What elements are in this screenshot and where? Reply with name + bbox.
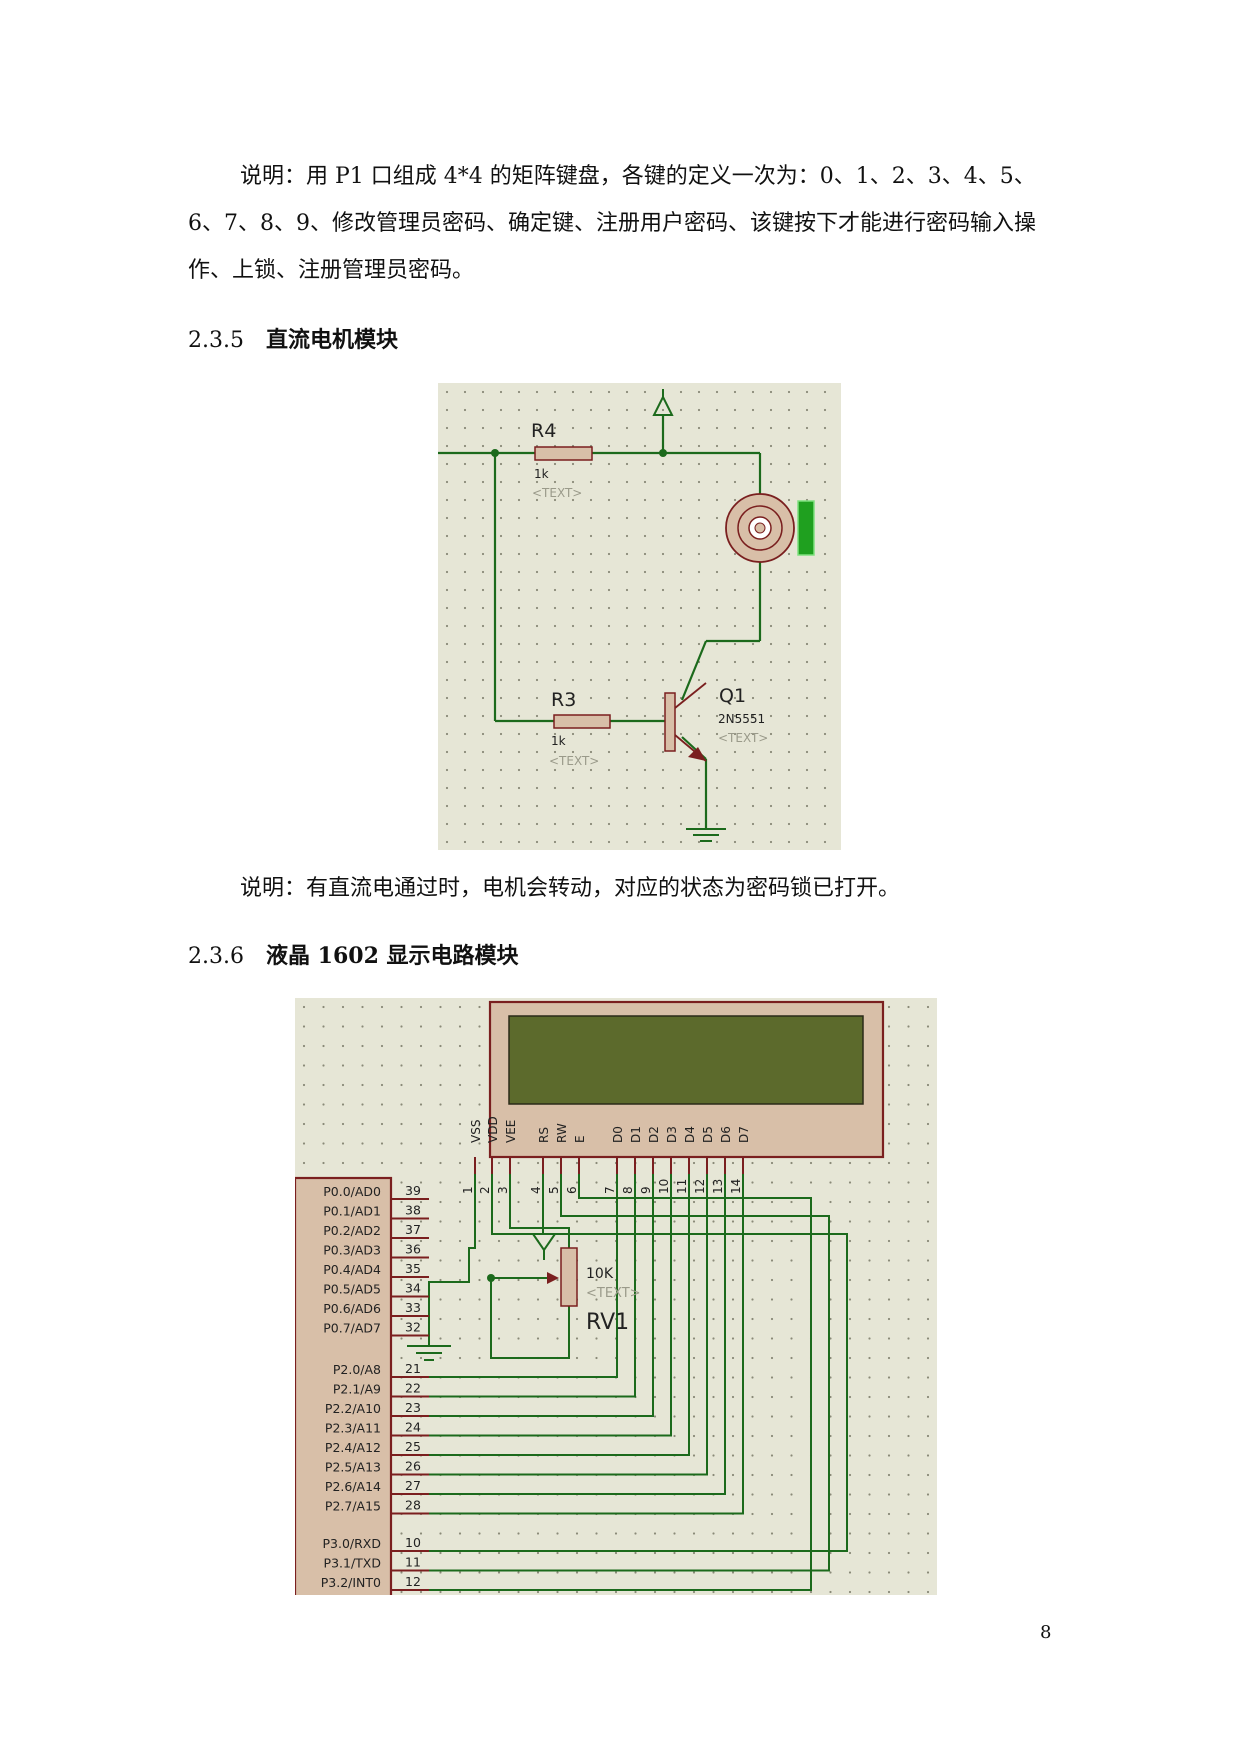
mcu-pin-number: 37 (405, 1222, 421, 1237)
mcu-pin-label: P2.5/A13 (325, 1460, 381, 1475)
lcd-pin-number: 4 (529, 1186, 543, 1194)
r4-label: R4 (531, 420, 556, 442)
lcd-pin-d7: D7 (737, 1126, 751, 1143)
mcu-pin-label: P0.0/AD0 (323, 1184, 381, 1199)
mcu-pin-label: P0.4/AD4 (323, 1262, 381, 1277)
lcd-pin-vss: VSS (469, 1120, 483, 1143)
mcu-pin-number: 38 (405, 1203, 421, 1218)
lcd-pin-d0: D0 (611, 1126, 625, 1143)
lcd-pin-number: 5 (547, 1186, 561, 1194)
r3-value: 1k (551, 734, 566, 748)
keyboard-description: 说明：用 P1 口组成 4*4 的矩阵键盘，各键的定义一次为：0、1、2、3、4… (188, 164, 1036, 283)
lcd-pin-d4: D4 (683, 1126, 697, 1143)
lcd-pin-number: 6 (565, 1186, 579, 1194)
q1-text-placeholder: <TEXT> (718, 731, 768, 745)
mcu-pin-label: P0.2/AD2 (323, 1223, 381, 1238)
mcu-pin-label: P2.4/A12 (325, 1440, 381, 1455)
mcu-pin-number: 35 (405, 1261, 421, 1276)
mcu-pin-label: P0.3/AD3 (323, 1243, 381, 1258)
lcd-pin-number: 2 (478, 1186, 492, 1194)
q1-part-number: 2N5551 (718, 712, 765, 726)
r3-label: R3 (551, 689, 576, 711)
lcd-pin-number: 1 (461, 1186, 475, 1194)
lcd-pin-number: 3 (496, 1186, 510, 1194)
lcd-pin-vdd: VDD (486, 1116, 500, 1143)
rv1-text-placeholder: <TEXT> (586, 1286, 641, 1301)
rv1-label: RV1 (586, 1310, 629, 1335)
lcd-pin-number: 13 (711, 1179, 725, 1194)
lcd-pin-number: 11 (675, 1179, 689, 1194)
mcu-pin-number: 39 (405, 1183, 421, 1198)
mcu-pin-label: P0.7/AD7 (323, 1321, 381, 1336)
mcu-pin-label: P3.2/INT0 (321, 1575, 381, 1590)
mcu-pin-label: P2.2/A10 (325, 1401, 381, 1416)
lcd-pin-labels: VSS 1 VDD 2 VEE 3 RS 4 RW 5 E 6 D0 7 D1 8 D2 9 D3 10 D4 11 D5 1… (461, 1116, 751, 1194)
lcd-pin-rs: RS (537, 1127, 551, 1143)
motor-description: 说明：有直流电通过时，电机会转动，对应的状态为密码锁已打开。 (240, 876, 901, 901)
mcu-pin-number: 32 (405, 1320, 421, 1335)
mcu-pin-number: 21 (405, 1361, 421, 1376)
r3-text-placeholder: <TEXT> (549, 754, 599, 768)
mcu-pin-label: P2.6/A14 (325, 1479, 381, 1494)
lcd-pin-rw: RW (555, 1123, 569, 1143)
lcd-pin-number: 10 (657, 1179, 671, 1194)
mcu-pin-number: 26 (405, 1459, 421, 1474)
mcu-pin-label: P2.7/A15 (325, 1499, 381, 1514)
mcu-pin-number: 11 (405, 1555, 421, 1570)
lcd-pin-e: E (573, 1135, 587, 1143)
mcu-pin-label: P0.6/AD6 (323, 1301, 381, 1316)
motor-circuit-diagram: R4 1k <TEXT> R3 1k <TEXT> Q1 2N5551 <TEX… (438, 383, 841, 850)
mcu-pin-number: 27 (405, 1478, 421, 1493)
lcd-pin-number: 7 (603, 1186, 617, 1194)
lcd-pin-d1: D1 (629, 1126, 643, 1143)
rv1-value: 10K (586, 1266, 614, 1282)
mcu-pin-number: 12 (405, 1574, 421, 1589)
mcu-pin-number: 10 (405, 1535, 421, 1550)
lcd-pin-d6: D6 (719, 1126, 733, 1143)
mcu-pin-number: 33 (405, 1300, 421, 1315)
lcd-circuit-diagram: VSS 1 VDD 2 VEE 3 RS 4 RW 5 E 6 D0 7 D1 8 D2 9 D3 10 D4 11 D5 1… (295, 998, 937, 1595)
mcu-pin-number: 36 (405, 1242, 421, 1257)
mcu-pin-label: P3.0/RXD (322, 1536, 381, 1551)
lcd-pin-d2: D2 (647, 1126, 661, 1143)
mcu-pin-number: 22 (405, 1381, 421, 1396)
lcd-pin-number: 9 (639, 1186, 653, 1194)
mcu-pin-label: P0.5/AD5 (323, 1282, 381, 1297)
lcd-pin-d5: D5 (701, 1126, 715, 1143)
mcu-pin-number: 23 (405, 1400, 421, 1415)
mcu-pin-number: 34 (405, 1281, 421, 1296)
mcu-pin-label: P2.1/A9 (333, 1382, 381, 1397)
mcu-pin-number: 25 (405, 1439, 421, 1454)
r4-value: 1k (534, 467, 549, 481)
mcu-pin-number: 24 (405, 1420, 421, 1435)
mcu-pin-number: 28 (405, 1498, 421, 1513)
mcu-pin-label: P0.1/AD1 (323, 1204, 381, 1219)
lcd-pin-number: 8 (621, 1186, 635, 1194)
lcd-pin-d3: D3 (665, 1126, 679, 1143)
mcu-pin-label: P2.3/A11 (325, 1421, 381, 1436)
r4-text-placeholder: <TEXT> (532, 486, 582, 500)
mcu-pin-label: P3.1/TXD (324, 1556, 381, 1571)
page-number: 8 (1040, 1622, 1052, 1643)
lcd-pin-number: 12 (693, 1179, 707, 1194)
q1-label: Q1 (719, 685, 746, 707)
lcd-pin-number: 14 (729, 1179, 743, 1194)
mcu-pin-label: P2.0/A8 (333, 1362, 381, 1377)
lcd-pin-vee: VEE (504, 1120, 518, 1143)
